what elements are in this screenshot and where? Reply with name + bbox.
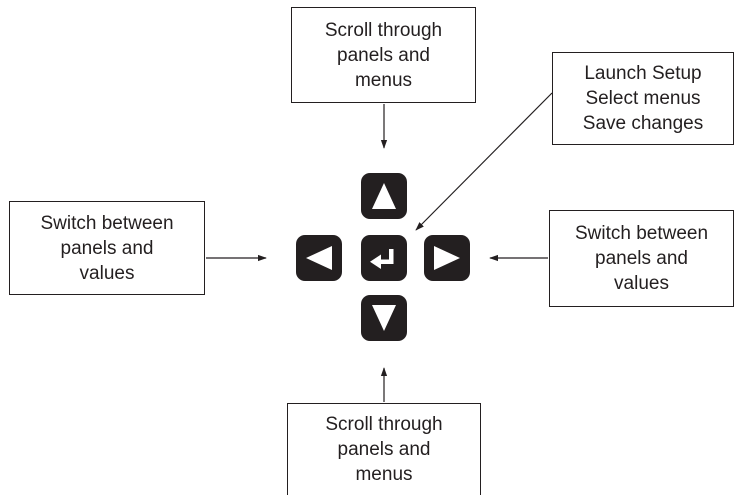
scroll-up-description-box: Scroll through panels and menus bbox=[291, 7, 476, 103]
down-arrow-icon bbox=[372, 305, 396, 331]
label-line: Save changes bbox=[582, 113, 704, 134]
right-arrow-icon bbox=[434, 246, 460, 270]
label-line: Launch Setup bbox=[584, 63, 702, 84]
label-line: menus bbox=[355, 464, 413, 485]
left-arrow-icon bbox=[306, 246, 332, 270]
label-line: Scroll through bbox=[324, 19, 443, 41]
label-line: panels and bbox=[595, 248, 688, 269]
label-line: Switch between bbox=[40, 212, 174, 234]
left-description-box: Switch between panels and values bbox=[9, 201, 205, 295]
down-button[interactable] bbox=[361, 295, 407, 341]
enter-icon bbox=[370, 249, 394, 269]
label-line: Select menus bbox=[585, 88, 701, 109]
up-arrow-icon bbox=[372, 183, 396, 209]
label-line: values bbox=[614, 273, 669, 294]
label-line: menus bbox=[354, 69, 413, 91]
label-line: panels and bbox=[337, 44, 430, 66]
enter-description-box: Launch Setup Select menus Save changes bbox=[552, 52, 734, 145]
scroll-down-description-box: Scroll through panels and menus bbox=[287, 403, 481, 495]
left-button[interactable] bbox=[296, 235, 342, 281]
right-description-box: Switch between panels and values bbox=[549, 210, 734, 307]
label-line: values bbox=[79, 262, 135, 284]
right-button[interactable] bbox=[424, 235, 470, 281]
label-line: Switch between bbox=[574, 223, 709, 244]
up-button[interactable] bbox=[361, 173, 407, 219]
label-line: panels and bbox=[337, 439, 431, 460]
arrow-from-setup-label bbox=[415, 92, 553, 231]
label-line: panels and bbox=[60, 237, 154, 259]
enter-button[interactable] bbox=[361, 235, 407, 281]
label-line: Scroll through bbox=[325, 414, 443, 435]
